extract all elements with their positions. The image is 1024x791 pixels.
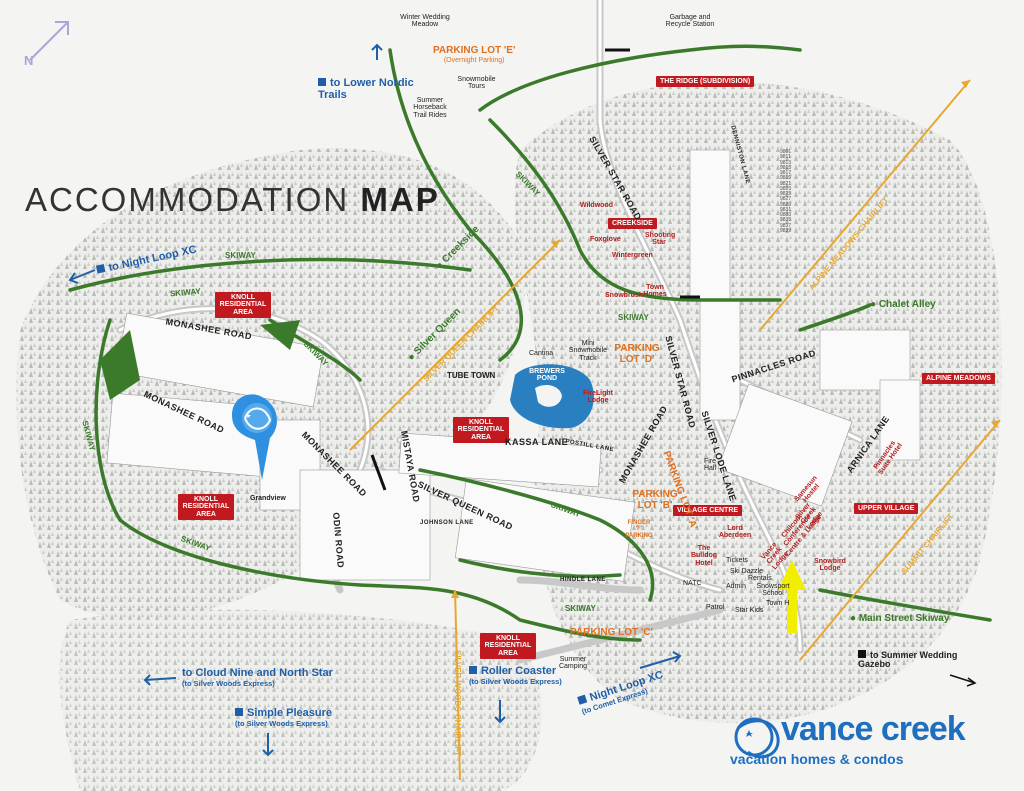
residential-lot-grid [106,149,921,582]
parking-lot-d: PARKING LOT 'D' [614,343,660,365]
patrol-label: Patrol [706,604,725,611]
brewers-pond-label: BREWERS POND [529,368,565,383]
tickets-label: Tickets [726,557,748,564]
skiway-label-north: SKIWAY [225,251,256,260]
tag-knoll-north: KNOLL RESIDENTIAL AREA [215,292,271,319]
parking-lot-b: PARKING LOT 'B' [632,489,678,511]
admin-label: Admin [726,583,746,590]
winter-wedding-label: Winter Wedding Meadow [400,14,450,29]
tag-knoll-south: KNOLL RESIDENTIAL AREA [178,494,234,521]
snowsport-school-label: Snowsport School [756,583,790,598]
page-title: ACCOMMODATION MAP [25,181,440,218]
wintergreen-label: Wintergreen [612,252,653,259]
compass-label: N [24,53,34,68]
chairlift-label-woods: SILVER WOODS CHAIRLIFT [453,650,462,757]
snowbrush-label: Snowbrush [605,292,644,299]
lord-aberdeen-label: Lord Aberdeen [718,525,752,540]
town-h-label: Town H [766,600,790,607]
road-label-hindle: HINDLE LANE [560,577,606,583]
garbage-label: Garbage and Recycle Station [665,14,715,29]
road-hindle [516,576,644,594]
skiway-label-town-homes: SKIWAY [618,313,649,322]
tag-the-ridge: THE RIDGE (SUBDIVISION) [656,76,755,88]
simple-pleasure-link[interactable]: Simple Pleasure(to Silver Woods Express) [235,707,332,728]
grandview-label: Grandview [250,495,286,502]
finger-f-parking: FINGER 'F' PARKING [625,520,653,539]
green-label-main-street: ● Main Street Skiway [850,613,950,624]
tag-alpine-meadows: ALPINE MEADOWS [922,373,995,385]
road-label-johnson: JOHNSON LANE [420,520,474,526]
chairlift-lines [349,79,1001,781]
tube-town-label: TUBE TOWN [447,371,496,380]
skiway-label-south: SKIWAY [565,604,596,613]
shooting-star-label: Shooting Star [645,232,676,247]
summer-camping-label: Summer Camping [558,656,587,671]
parking-lot-e: PARKING LOT 'E'(Overnight Parking) [433,45,516,64]
roller-coaster-link[interactable]: Roller Coaster(to Silver Woods Express) [469,665,562,686]
road-summer-camping [516,606,724,664]
firelight-lodge-label: FireLight Lodge [583,390,613,405]
tag-knoll-lower: KNOLL RESIDENTIAL AREA [480,633,536,660]
snowmobile-label: Snowmobile Tours [457,76,496,91]
compass-arrow-icon [29,21,69,61]
tag-village-centre: VILLAGE CENTRE [673,505,743,517]
bulldog-hotel-label: The Bulldog Hotel [690,545,718,567]
horseback-label: Summer Horseback Trail Rides [413,97,447,119]
direction-arrows [68,43,682,757]
location-pin-icon [232,394,277,480]
foxglove-label: Foxglove [590,236,621,243]
forest-area-south [59,609,542,791]
tag-upper-village: UPPER VILLAGE [854,503,919,515]
snowbird-lodge-label: Snowbird Lodge [814,558,846,573]
cantina-label: Cantina [529,350,554,357]
green-label-chalet-alley: ● Chalet Alley [870,299,936,310]
natc-label: NATC [683,580,702,587]
to-wedding-gazebo-link[interactable]: to Summer Wedding Gazebo [858,650,958,670]
road-label-kassa: KASSA LANE [505,437,569,447]
square-icon [318,78,326,86]
mini-snowmobile-label: Mini Snowmobile Track [568,340,608,362]
star-kids-label: Star Kids [735,607,764,614]
brand-logo-tagline: vacation homes & condos [730,751,904,767]
ski-dazzle-label: Ski Dazzle [730,568,764,575]
vance-creek-swirl-logo-icon [734,717,780,759]
parking-lot-c: PARKING LOT 'C' [570,627,653,638]
town-homes-label: Town Homes [643,284,667,299]
to-cloud-nine-link[interactable]: to Cloud Nine and North Star(to Silver W… [182,667,333,688]
wildwood-label: Wildwood [580,202,613,209]
fire-hall-label: Fire Hall [703,458,717,473]
rentals-label: Rentals [748,575,772,582]
brand-logo-name: vance creek [781,710,966,748]
tag-knoll-east: KNOLL RESIDENTIAL AREA [453,417,509,444]
to-lower-nordic-link[interactable]: to Lower Nordic Trails [318,77,414,101]
tag-creekside: CREEKSIDE [608,218,657,230]
highlight-arrow-icon [778,560,806,633]
